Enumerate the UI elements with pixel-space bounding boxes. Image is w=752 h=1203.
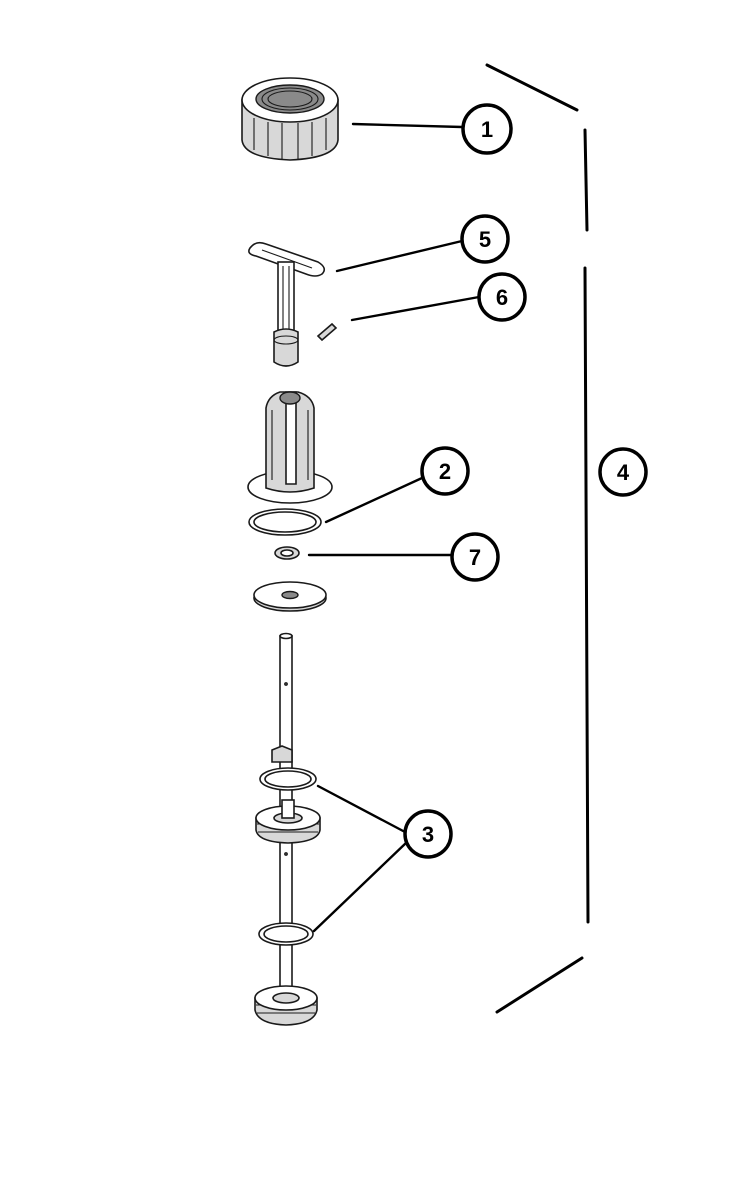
callout-6: 6	[477, 272, 527, 322]
callout-label-4: 4	[617, 460, 630, 485]
callout-4: 4	[598, 447, 648, 497]
callout-label-5: 5	[479, 227, 491, 252]
callout-7: 7	[450, 532, 500, 582]
leader-line-6	[350, 295, 481, 322]
callout-label-1: 1	[481, 117, 493, 142]
callout-label-3: 3	[422, 822, 434, 847]
leader-line-3b	[312, 840, 409, 933]
disc-washer-part	[253, 581, 327, 612]
callout-label-7: 7	[469, 545, 481, 570]
large-o-ring-part	[248, 508, 322, 536]
leader-line-1	[351, 122, 464, 129]
leader-lines	[307, 122, 481, 933]
callout-5: 5	[460, 214, 510, 264]
callout-label-6: 6	[496, 285, 508, 310]
upper-stem-o-ring-part	[259, 767, 317, 791]
pin-part	[316, 322, 338, 342]
cap-nut-part	[241, 77, 339, 161]
upper-piston-part	[255, 799, 321, 844]
leader-line-3a	[316, 784, 407, 834]
lower-stem-o-ring-part	[258, 922, 314, 946]
callout-2: 2	[420, 446, 470, 496]
assembly-bracket	[485, 63, 590, 1014]
leader-line-5	[335, 239, 464, 273]
valve-housing-part	[247, 391, 333, 504]
t-handle-part	[248, 241, 326, 367]
callout-label-2: 2	[439, 459, 451, 484]
callout-3: 3	[403, 809, 453, 859]
callout-1: 1	[461, 103, 513, 155]
lower-piston-part	[254, 985, 318, 1026]
small-washer-part	[274, 546, 300, 560]
leader-line-2	[324, 476, 424, 524]
